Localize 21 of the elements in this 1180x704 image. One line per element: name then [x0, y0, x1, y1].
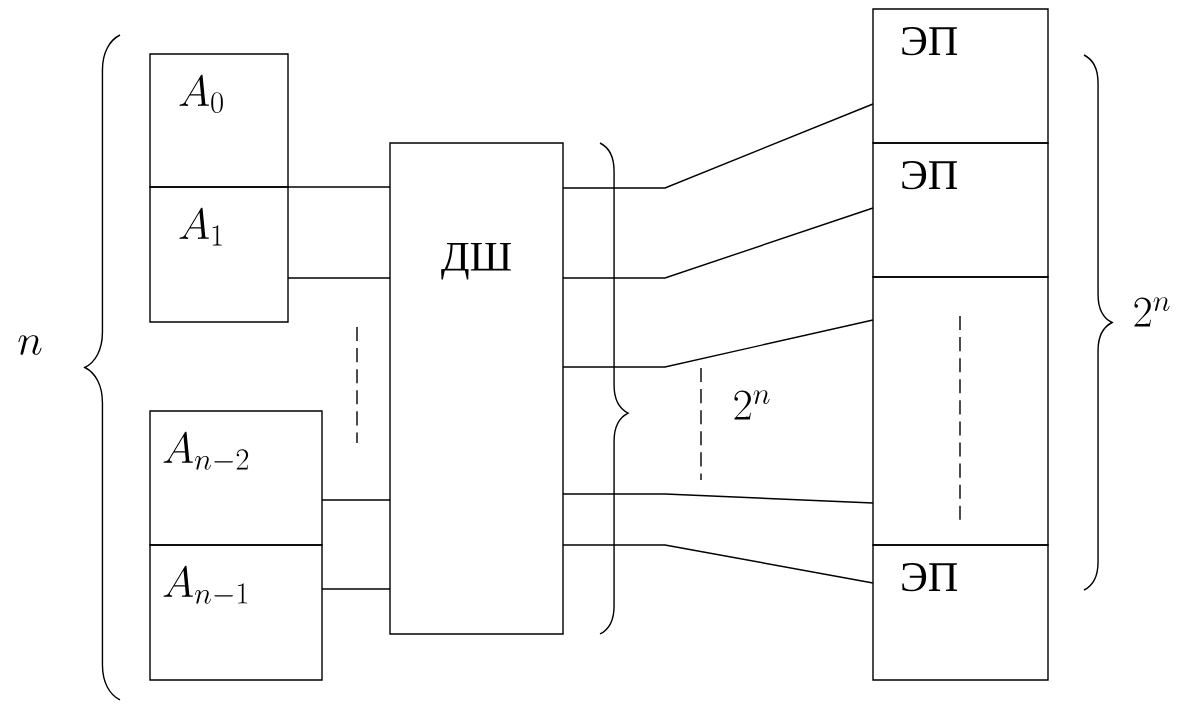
block-box: $A_{0}$: [149, 53, 289, 188]
block-box: ЭП: [872, 544, 1049, 681]
connector-line: [562, 544, 874, 584]
block-box: $A_{n-2}$: [149, 410, 323, 546]
connector-line: [287, 186, 391, 188]
connector-line: [562, 207, 874, 279]
connector-line: [562, 319, 874, 368]
block-box: ДШ: [389, 142, 564, 635]
block-box: $A_{1}$: [149, 186, 289, 323]
connector-line: [287, 277, 391, 279]
block-box: ЭП: [872, 142, 1049, 278]
connector-line: [321, 499, 391, 501]
block-box: ЭП: [872, 8, 1049, 144]
brace-label: $n$: [18, 335, 42, 355]
connector-line: [562, 103, 874, 189]
connector-line: [321, 588, 391, 590]
empty-box: [872, 276, 1049, 546]
connector-line: [562, 493, 874, 504]
brace-label: $2^{n}$: [1134, 297, 1170, 327]
block-box: $A_{n-1}$: [149, 544, 323, 681]
brace-label: $2^{n}$: [734, 390, 770, 420]
